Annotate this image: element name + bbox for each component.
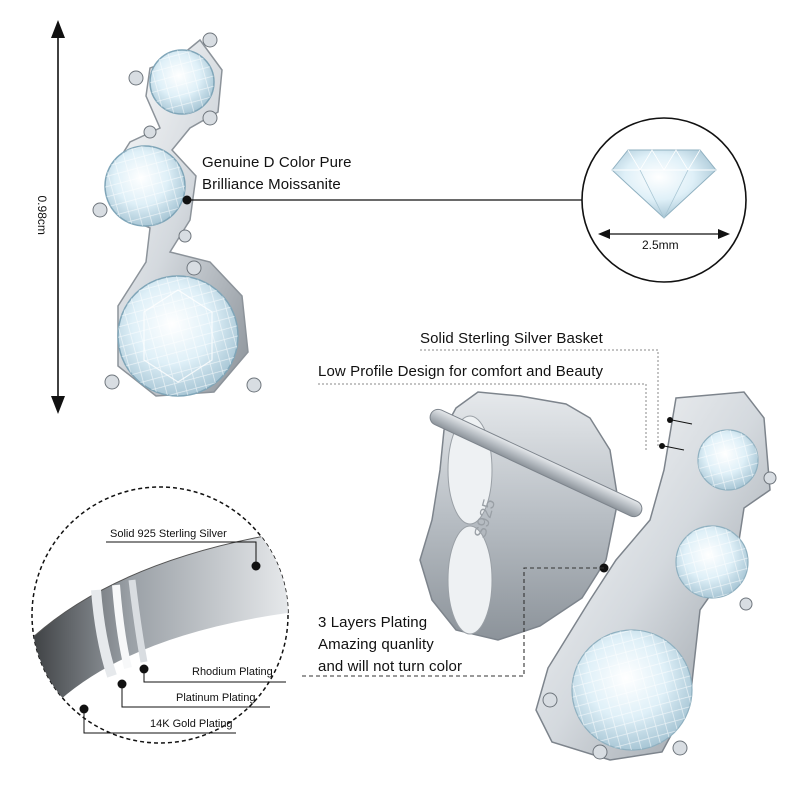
stone-description-line2: Brilliance Moissanite [202,176,341,193]
stone-description-line1: Genuine D Color Pure [202,154,352,171]
earring-front-view [92,32,262,397]
rhodium-label: Rhodium Plating [192,666,273,678]
cross-section-circle [31,486,289,744]
plating-pointer [302,563,609,677]
stone-size-label: 2.5mm [642,238,679,252]
stone-zoom-circle [581,117,747,283]
silver-925-label: Solid 925 Sterling Silver [110,528,227,540]
cross-section-leaders [79,541,286,734]
moissanite-pointer [182,195,588,205]
plating-line1: 3 Layers Plating [318,614,428,631]
height-measure-label: 0.98cm [35,195,50,235]
height-measure-arrow [51,20,65,414]
earring-side-view [419,391,777,761]
gold-label: 14K Gold Plating [150,718,233,730]
plating-line3: and will not turn color [318,658,463,675]
plating-line2: Amazing quanlity [318,636,434,653]
basket-guide-lines [318,349,659,450]
platinum-label: Platinum Plating [176,692,256,704]
low-profile-label: Low Profile Design for comfort and Beaut… [318,363,604,380]
basket-label: Solid Sterling Silver Basket [420,330,603,347]
